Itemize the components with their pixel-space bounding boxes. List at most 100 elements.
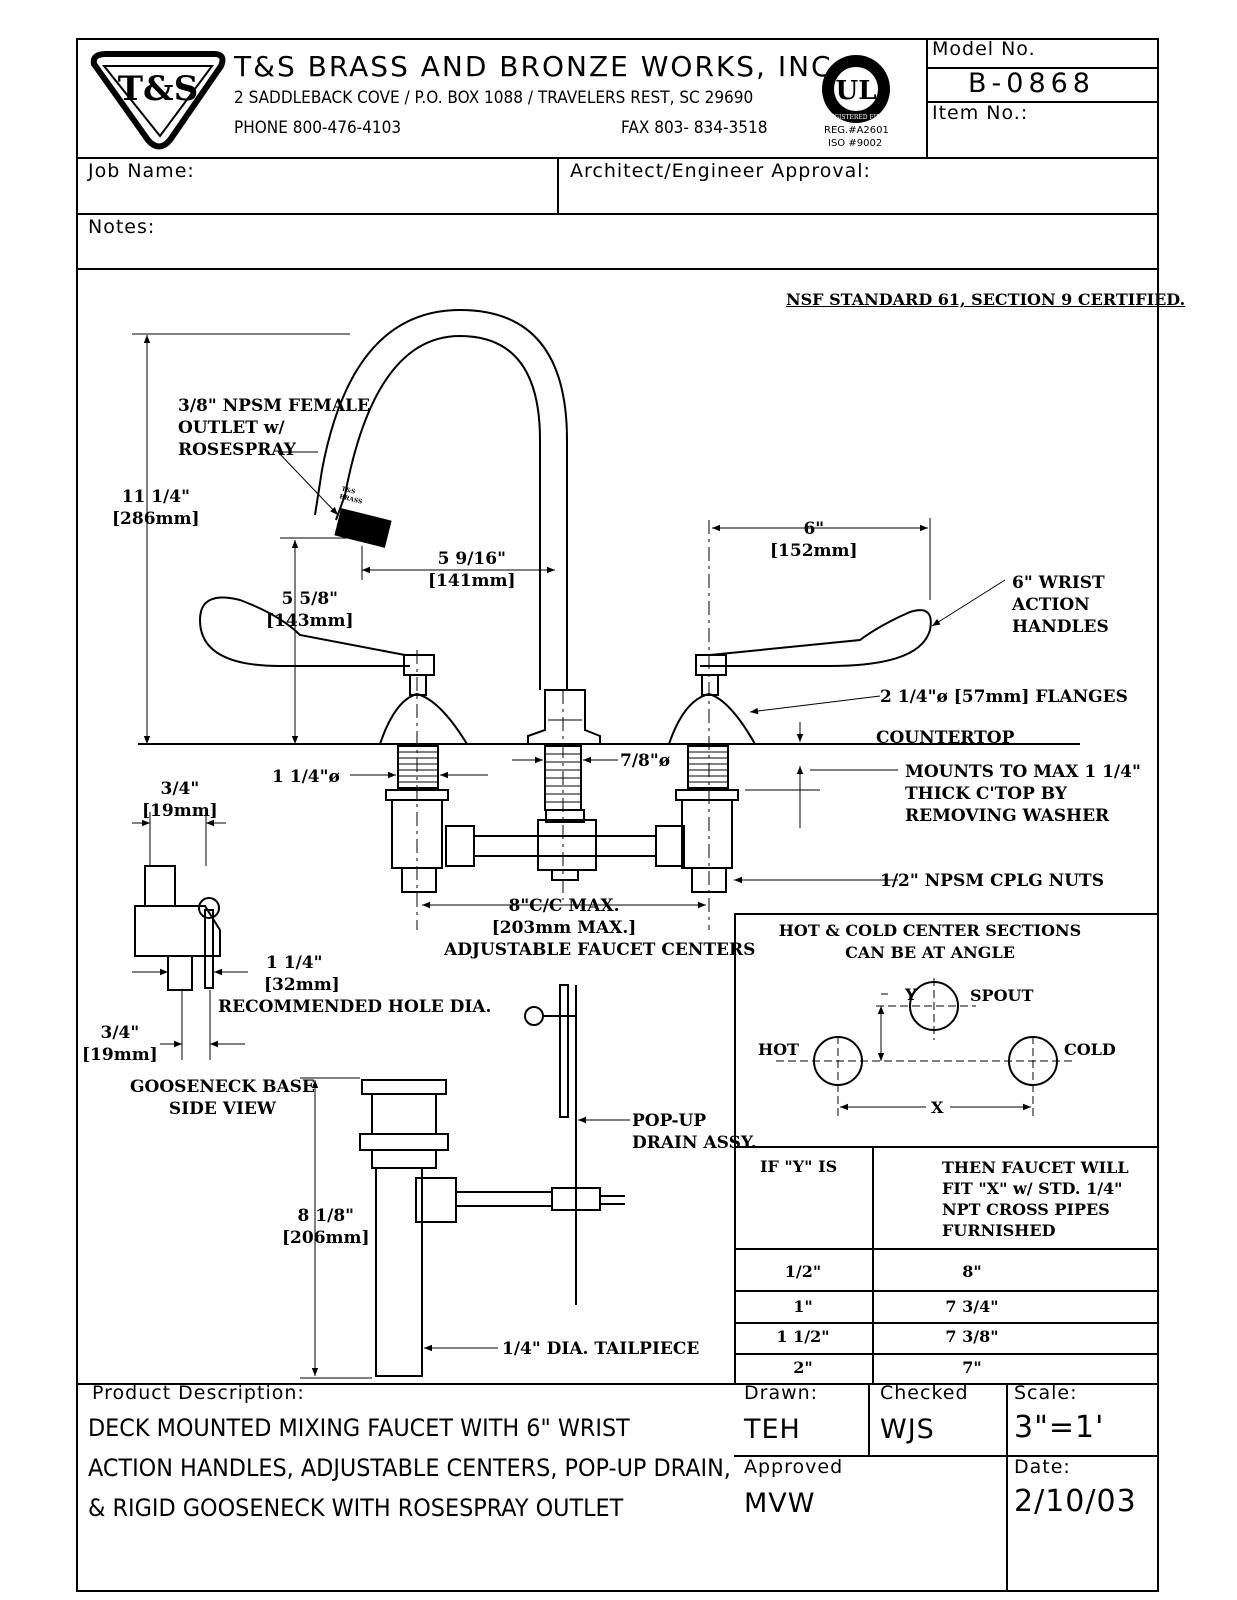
company-name: T&S BRASS AND BRONZE WORKS, INC. — [234, 50, 844, 83]
table-row-y: 1/2" — [784, 1262, 822, 1281]
cold-shank — [687, 745, 729, 789]
divider — [734, 1146, 1159, 1148]
cold-valve-body — [681, 799, 733, 869]
hot-label: HOT — [758, 1040, 799, 1059]
divider — [926, 101, 1159, 103]
notes-label: Notes: — [88, 216, 156, 238]
angle-diagram — [776, 978, 1076, 1118]
date-label: Date: — [1014, 1456, 1071, 1478]
divider — [734, 1353, 1159, 1355]
divider — [76, 213, 1159, 215]
table-row-x: 7 3/4" — [945, 1297, 999, 1316]
checked-label: Checked — [880, 1382, 969, 1404]
divider — [926, 67, 1159, 69]
drawing-frame — [76, 38, 1159, 1592]
approved-value: MVW — [744, 1488, 816, 1519]
nsf-certification: NSF STANDARD 61, SECTION 9 CERTIFIED. — [786, 290, 1186, 309]
table-row-y: 2" — [793, 1358, 813, 1377]
divider — [734, 913, 736, 1383]
gooseneck-inner — [314, 308, 568, 690]
job-name-label: Job Name: — [88, 160, 195, 182]
approved-label: Approved — [744, 1456, 844, 1478]
reg-number: REG.#A2601 — [824, 125, 889, 136]
divider — [76, 268, 1159, 270]
cold-flange — [667, 692, 757, 745]
gooseneck-base-side-view — [132, 812, 248, 1060]
cold-wrist-handle — [700, 609, 932, 667]
spout-label: SPOUT — [970, 986, 1034, 1005]
checked-value: WJS — [880, 1414, 935, 1445]
flange-label: 2 1/4"ø [57mm] FLANGES — [880, 687, 1128, 707]
reach-dimension: 5 9/16"[141mm] — [428, 549, 516, 591]
table-row-x: 8" — [962, 1262, 982, 1281]
table-row-y: 1" — [793, 1297, 813, 1316]
spout-shank-diameter: 7/8"ø — [620, 751, 671, 771]
base-width-dimension: 3/4"[19mm] — [142, 779, 218, 821]
divider — [76, 157, 1159, 159]
company-fax: FAX 803- 834-3518 — [621, 118, 768, 138]
ul-mark-text: UL — [836, 76, 877, 106]
divider — [734, 1290, 1159, 1292]
divider — [926, 38, 928, 158]
drain-height-dimension: 8 1/8"[206mm] — [282, 1206, 370, 1248]
product-description-label: Product Description: — [92, 1382, 305, 1404]
ul-certification-mark: UL REGISTERED FIRM — [822, 55, 890, 123]
divider — [76, 1383, 1159, 1385]
logo-text: T&S — [118, 69, 199, 109]
if-y-header: IF "Y" IS — [760, 1157, 838, 1176]
scale-value: 3"=1' — [1014, 1410, 1105, 1445]
iso-number: ISO #9002 — [828, 138, 883, 149]
model-label: Model No. — [932, 38, 1036, 60]
divider — [1006, 1383, 1008, 1592]
tailpiece-label: 1/4" DIA. TAILPIECE — [502, 1339, 700, 1359]
table-row-x: 7 3/8" — [945, 1327, 999, 1346]
hot-wrist-handle — [198, 596, 410, 667]
divider — [868, 1383, 870, 1455]
ul-ring-text: REGISTERED FIRM — [825, 114, 886, 121]
hot-valve-body — [391, 799, 443, 869]
hot-shank — [397, 745, 439, 789]
hole-dimension: 1 1/4" [32mm] RECOMMENDED HOLE DIA. — [218, 953, 492, 1017]
hot-flange — [378, 692, 469, 745]
tee-fitting — [537, 819, 597, 871]
table-row-y: 1 1/2" — [776, 1327, 830, 1346]
rosespray-outlet — [334, 508, 392, 548]
product-description: DECK MOUNTED MIXING FAUCET WITH 6" WRIST… — [88, 1414, 731, 1522]
spout-base — [527, 689, 601, 745]
divider — [734, 1322, 1159, 1324]
hot-cplg-nut — [401, 867, 437, 893]
drawn-label: Drawn: — [744, 1382, 819, 1404]
handle-dimension: 6"[152mm] — [770, 519, 858, 561]
divider — [557, 157, 559, 213]
spout-height-dimension: 5 5/8"[143mm] — [266, 589, 354, 631]
shank-diameter: 1 1/4"ø — [272, 767, 340, 787]
date-value: 2/10/03 — [1014, 1484, 1137, 1519]
countertop-label: COUNTERTOP — [876, 728, 1015, 748]
divider — [734, 1455, 1159, 1457]
x-label: X — [931, 1098, 944, 1117]
height-dimension: 11 1/4"[286mm] — [112, 487, 200, 529]
faucet-centers-label: 8"C/C MAX.[203mm MAX.]ADJUSTABLE FAUCET … — [444, 896, 756, 960]
company-address: 2 SADDLEBACK COVE / P.O. BOX 1088 / TRAV… — [234, 88, 754, 108]
scale-label: Scale: — [1014, 1382, 1078, 1404]
gooseneck-outer — [335, 334, 541, 690]
model-number: B-0868 — [968, 68, 1095, 99]
divider — [872, 1146, 874, 1383]
y-label: Y — [905, 985, 917, 1004]
base-offset-dimension: 3/4"[19mm] — [82, 1023, 158, 1065]
company-phone: PHONE 800-476-4103 — [234, 118, 402, 138]
item-label: Item No.: — [932, 102, 1029, 124]
table-row-x: 7" — [962, 1358, 982, 1377]
divider — [734, 913, 1159, 915]
cplg-nuts-label: 1/2" NPSM CPLG NUTS — [880, 871, 1104, 891]
cold-label: COLD — [1064, 1040, 1116, 1059]
popup-drain-assembly — [300, 984, 630, 1379]
